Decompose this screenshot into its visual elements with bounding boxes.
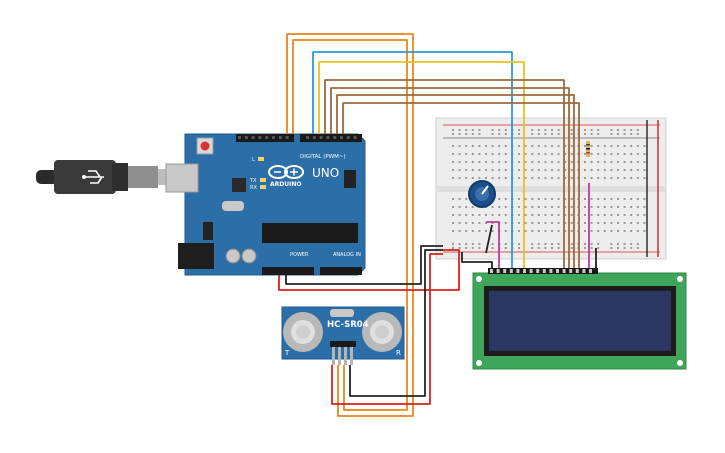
capacitor-1 [225, 248, 241, 264]
wires [278, 33, 597, 417]
lcd-screen [489, 291, 671, 351]
atmega-chip [262, 223, 358, 243]
wire-black-sensor [349, 249, 443, 397]
usb-icon [82, 170, 104, 184]
voltage-regulator [203, 222, 213, 240]
digital-pwm-label: DIGITAL (PWM~) [300, 154, 346, 160]
wire-red-sensor [331, 253, 443, 405]
wire-black-bb-1 [485, 224, 493, 254]
potentiometer[interactable] [468, 180, 496, 208]
sensor-pin-header [330, 341, 356, 365]
dc-power-jack[interactable] [178, 243, 214, 269]
sensor-crystal [330, 309, 354, 317]
capacitor-2 [241, 248, 257, 264]
wire-red-5v [278, 249, 460, 291]
wire-brown-1 [324, 79, 565, 268]
tx-label: TX [249, 178, 257, 184]
wire-orange-echo [292, 39, 408, 411]
digital-header-pins [238, 136, 357, 139]
transducer-echo [362, 312, 402, 352]
digital-header-right [300, 134, 362, 142]
wire-orange-trig [286, 33, 414, 417]
usb-cable [36, 160, 168, 194]
arduino-uno-board[interactable]: DIGITAL (PWM~) L TX RX ARDUINO UNO [165, 133, 366, 276]
reset-button[interactable] [196, 137, 214, 155]
wire-magenta-2 [486, 221, 500, 268]
wire-brown-4 [342, 102, 580, 268]
power-label: POWER [290, 252, 309, 258]
analog-in-label: ANALOG IN [333, 252, 361, 258]
wire-blue [312, 51, 513, 268]
wire-black-gnd [285, 245, 443, 285]
rx-led [260, 185, 266, 189]
wire-brown-2 [330, 87, 570, 268]
transducer-trigger [283, 312, 323, 352]
rx-label: RX [250, 185, 257, 191]
crystal [222, 201, 244, 211]
wire-brown-3 [336, 94, 575, 268]
sensor-model-label: HC-SR04 [327, 320, 369, 330]
digital-header-left [236, 134, 294, 142]
sensor-t-mark: T [284, 349, 290, 357]
l-led [258, 157, 264, 161]
tx-led [260, 178, 266, 182]
resistor [586, 141, 590, 157]
wire-yellow [318, 61, 525, 268]
lcd-pin-overlay [488, 268, 598, 274]
usb-b-port[interactable] [165, 163, 199, 193]
lcd-16x2[interactable] [472, 272, 687, 370]
arduino-brand: ARDUINO [270, 181, 301, 188]
usb-chip [232, 178, 246, 192]
hc-sr04-sensor[interactable]: HC-SR04 T R [281, 306, 405, 365]
arduino-logo-icon [268, 165, 304, 179]
wire-black-bb-2 [461, 252, 493, 268]
analog-header [320, 267, 362, 275]
power-header [262, 267, 314, 275]
sensor-r-mark: R [396, 349, 401, 357]
uno-model: UNO [312, 166, 339, 180]
l-led-label: L [252, 157, 255, 163]
icsp-header [344, 170, 356, 188]
